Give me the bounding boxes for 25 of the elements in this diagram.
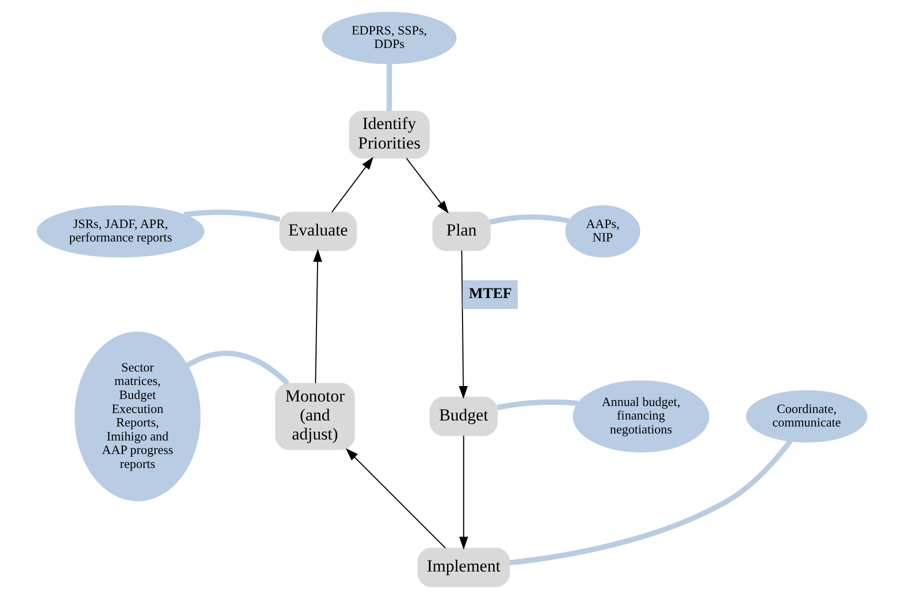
connector [496,399,578,410]
connector [508,439,792,566]
node-ellipse: AAPs, NIP [564,205,640,258]
node-box: Monotor (and adjust) [274,382,354,450]
connector [183,210,280,222]
arrow [330,156,373,212]
node-box: Budget [429,396,498,436]
node-box: Implement [416,548,510,588]
edge-label: MTEF [468,286,512,302]
node-box: Evaluate [278,212,356,252]
node-ellipse: Annual budget, financing negotiations [572,380,709,452]
arrow [405,158,448,214]
node-box: Identify Priorities [348,110,430,159]
connector [386,64,392,112]
arrow [312,249,322,384]
node-ellipse: Sector matrices, Budget Execution Reports, Imihigo and AAP progress reports [74,332,200,502]
arrow [458,436,468,550]
arrow [345,448,446,548]
node-ellipse: JSRs, JADF, APR, performance reports [36,205,204,258]
node-ellipse: Coordinate, communicate [746,390,867,442]
arrow [458,250,468,399]
node-ellipse: EDPRS, SSPs, DDPs [322,12,456,64]
connector [186,350,289,386]
node-box: Plan [432,212,490,252]
connector [489,214,569,225]
